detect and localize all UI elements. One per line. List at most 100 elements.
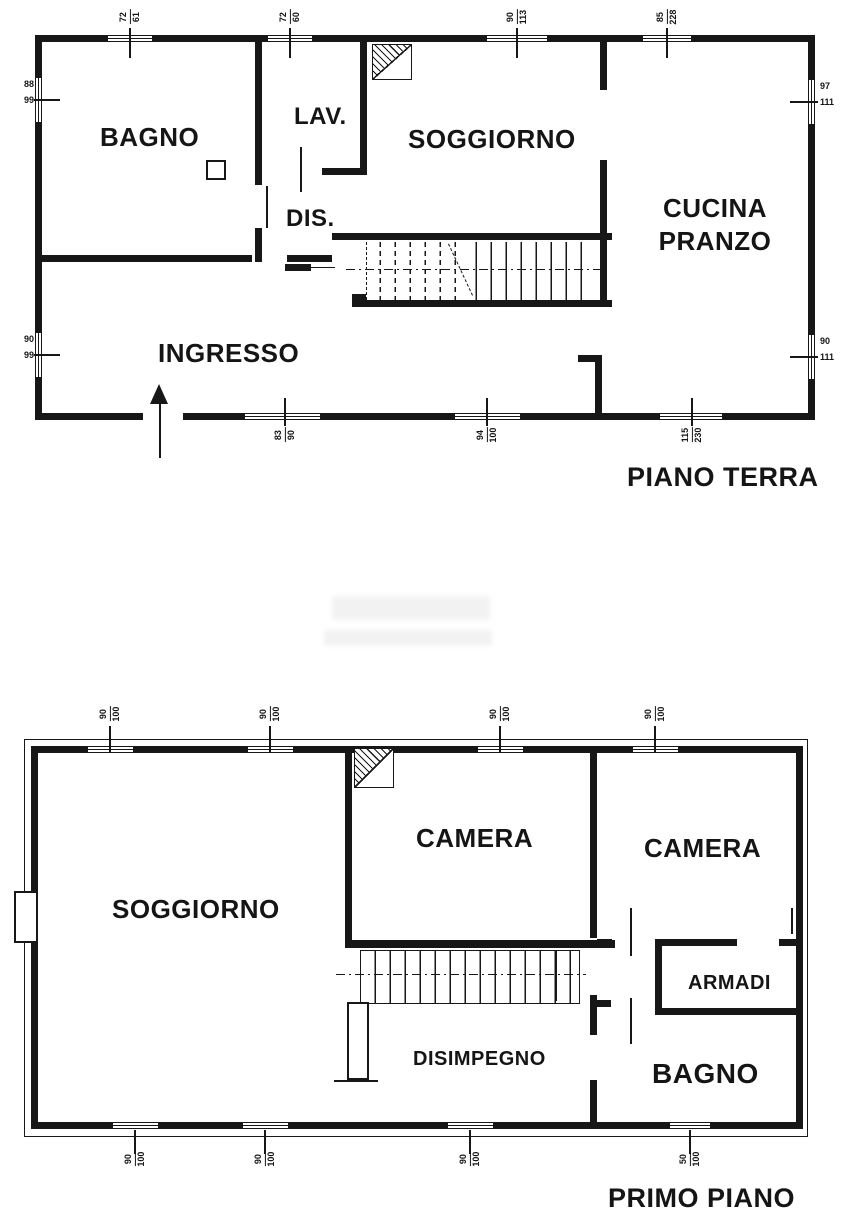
dim-den: 100 <box>656 706 667 722</box>
wall <box>345 746 352 948</box>
stairs-ground <box>366 242 595 300</box>
dim-num: 50 <box>677 1154 688 1165</box>
door-leaf <box>630 908 632 956</box>
dim-num: 90 <box>642 709 653 720</box>
wall <box>520 413 660 420</box>
door-leaf <box>791 908 793 934</box>
wall-niche <box>14 891 38 943</box>
dim-den: 100 <box>266 1151 277 1167</box>
wall <box>710 1122 803 1129</box>
dim-num: 83 <box>272 430 283 441</box>
wall <box>31 1122 113 1129</box>
dimension-line <box>264 1130 266 1154</box>
wall <box>600 42 607 90</box>
window-symbol <box>113 1122 158 1129</box>
wall <box>655 946 662 1008</box>
wall <box>352 300 612 307</box>
wall <box>655 939 737 946</box>
wall <box>35 35 42 78</box>
dim-num: 90 <box>97 709 108 720</box>
dim-den: 99 <box>23 350 34 360</box>
wall <box>600 160 607 307</box>
dimension-line <box>790 356 818 358</box>
wall <box>360 42 367 170</box>
wall <box>808 35 815 80</box>
wall <box>255 228 262 262</box>
stair-treads <box>462 242 595 300</box>
door-symbol <box>285 264 311 271</box>
wall <box>312 35 487 42</box>
dim-num: 115 <box>679 427 690 443</box>
dimension-line <box>289 28 291 58</box>
stairs-first <box>360 950 580 1004</box>
dim-num: 90 <box>504 12 515 23</box>
dimension-line <box>486 398 488 426</box>
wall <box>590 1080 597 1129</box>
flue-hatch-icon <box>372 44 412 80</box>
wall <box>35 35 108 42</box>
dimension-line <box>129 28 131 58</box>
dim-den: 100 <box>471 1151 482 1167</box>
wall <box>578 355 602 362</box>
dim-num: 90 <box>252 1154 263 1165</box>
dim-den: 111 <box>820 97 835 107</box>
dimension-line <box>34 99 60 101</box>
door-leaf <box>266 186 268 228</box>
wall <box>35 413 143 420</box>
dim-den: 61 <box>131 12 142 23</box>
dim-num: 90 <box>457 1154 468 1165</box>
room-label-soggiorno-ff: SOGGIORNO <box>112 894 280 924</box>
dim-num: 90 <box>122 1154 133 1165</box>
room-label-disimpegno: DISIMPEGNO <box>413 1048 546 1070</box>
wall <box>31 746 88 753</box>
wall <box>796 746 803 1129</box>
dimension-line <box>109 726 111 752</box>
flue-hatch-icon <box>354 748 394 788</box>
hatch-fill <box>373 45 411 79</box>
wall <box>655 1008 796 1015</box>
window-symbol <box>670 1122 710 1129</box>
stair-landing-line <box>556 951 558 1001</box>
dimension-line <box>269 726 271 752</box>
entrance-arrow-icon <box>150 384 168 404</box>
dim-den: 99 <box>23 95 34 105</box>
wall <box>808 379 815 420</box>
room-label-camera-right: CAMERA <box>644 833 762 863</box>
room-label-soggiorno-gf: SOGGIORNO <box>408 124 576 154</box>
room-label-camera-center: CAMERA <box>416 823 534 853</box>
dimension-line <box>499 726 501 752</box>
wall <box>31 746 38 893</box>
wall <box>597 1000 611 1007</box>
room-label-dis: DIS. <box>286 205 335 232</box>
dimension-line <box>689 1130 691 1154</box>
dim-num: 90 <box>23 334 34 344</box>
watermark <box>324 630 492 646</box>
dimension-line <box>34 354 60 356</box>
dim-den: 100 <box>691 1151 702 1167</box>
wall <box>158 1122 243 1129</box>
window-symbol <box>245 413 320 420</box>
dimension-line <box>469 1130 471 1154</box>
dim-num: 72 <box>277 12 288 23</box>
dimension-line <box>134 1130 136 1154</box>
wall <box>590 995 597 1035</box>
dim-den: 100 <box>501 706 512 722</box>
dim-num: 90 <box>257 709 268 720</box>
room-label-cucina-pranzo: CUCINA PRANZO <box>640 192 790 258</box>
dimension-line <box>654 726 656 752</box>
wall <box>808 124 815 335</box>
watermark <box>332 596 490 620</box>
dim-num: 72 <box>117 12 128 23</box>
dim-num: 90 <box>487 709 498 720</box>
dim-num: 94 <box>474 430 485 441</box>
